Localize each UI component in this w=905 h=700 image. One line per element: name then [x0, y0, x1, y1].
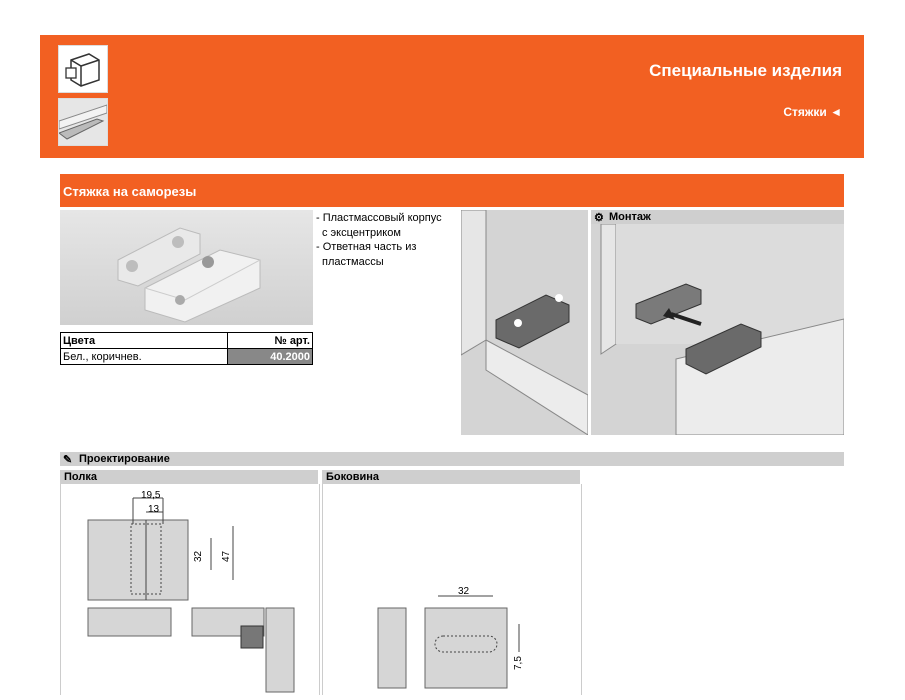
- assembly-illustration: [460, 209, 589, 436]
- feature-line: с эксцентриком: [322, 226, 401, 239]
- design-label-bar: ✎ Проектирование: [60, 452, 844, 466]
- dim-13: 13: [148, 504, 160, 515]
- shelf-drawing: 19,5 13 32 47: [60, 484, 320, 695]
- page-subtitle: Стяжки ◄: [783, 105, 842, 119]
- product-features: - Пластмассовый корпус с эксцентриком - …: [316, 211, 442, 269]
- side-drawing: 32 7,5: [322, 484, 582, 695]
- pencil-icon: ✎: [63, 454, 73, 466]
- pencil-ruler-icon: [57, 98, 108, 146]
- side-label-bar: Боковина: [322, 470, 580, 484]
- article-header: № арт.: [227, 332, 313, 349]
- side-label: Боковина: [326, 471, 379, 483]
- connector-thumbnail-icon: [58, 45, 108, 93]
- table-row: Бел., коричнев. 40.2000: [60, 348, 313, 365]
- mounting-label: Монтаж: [609, 211, 651, 223]
- mounting-label-bar: ⚙ Монтаж: [591, 210, 844, 224]
- article-table: Цвета № арт. Бел., коричнев. 40.2000: [60, 332, 313, 365]
- product-photo: [60, 210, 313, 325]
- color-value: Бел., коричнев.: [60, 348, 228, 365]
- article-value: 40.2000: [227, 348, 313, 365]
- design-label: Проектирование: [79, 453, 170, 465]
- section-title: Стяжка на саморезы: [63, 184, 197, 199]
- page-header: Специальные изделия Стяжки ◄: [40, 35, 864, 158]
- dim-32: 32: [193, 550, 204, 562]
- table-header-row: Цвета № арт.: [60, 332, 313, 349]
- mounting-illustration: ⚙ Монтаж: [591, 210, 844, 435]
- feature-line: пластмассы: [322, 255, 384, 268]
- dim-47: 47: [221, 550, 232, 562]
- page-title: Специальные изделия: [649, 61, 842, 80]
- dim-7-5: 7,5: [513, 656, 524, 670]
- color-header: Цвета: [60, 332, 228, 349]
- shelf-label: Полка: [64, 471, 97, 483]
- section-title-bar: Стяжка на саморезы: [60, 174, 844, 207]
- feature-line: - Ответная часть из: [316, 241, 417, 253]
- shelf-label-bar: Полка: [60, 470, 318, 484]
- wrench-icon: ⚙: [594, 212, 604, 224]
- feature-line: - Пластмассовый корпус: [316, 212, 442, 224]
- dim-32-side: 32: [458, 586, 470, 597]
- dim-19-5: 19,5: [141, 490, 161, 501]
